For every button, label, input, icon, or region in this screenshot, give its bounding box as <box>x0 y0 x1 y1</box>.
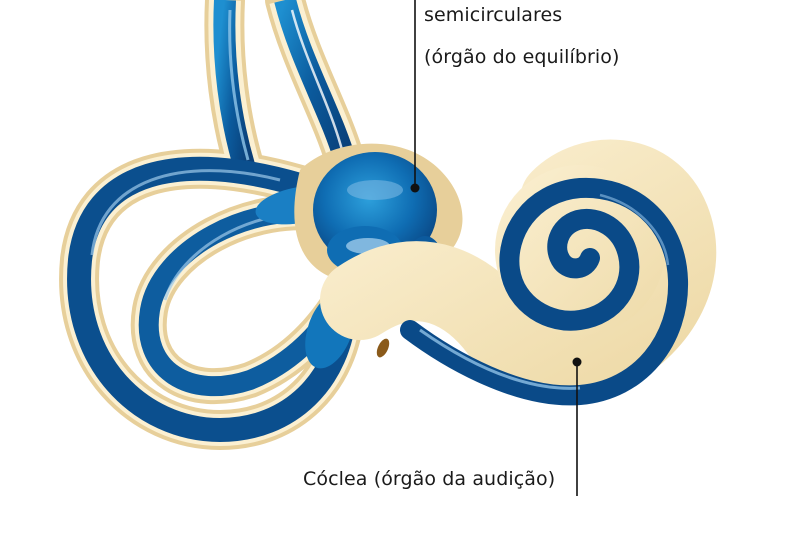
canals-leader-dot <box>410 183 420 193</box>
label-semicircular-canals-line2: (órgão do equilíbrio) <box>424 46 620 68</box>
cochlea-leader-dot <box>572 357 582 367</box>
cochlea <box>320 139 717 406</box>
label-semicircular-canals-line1: semicirculares <box>424 4 563 26</box>
leader-lines <box>410 0 582 496</box>
semicircular-canals <box>59 0 368 451</box>
label-cochlea: Cóclea (órgão da audição) <box>303 468 556 490</box>
